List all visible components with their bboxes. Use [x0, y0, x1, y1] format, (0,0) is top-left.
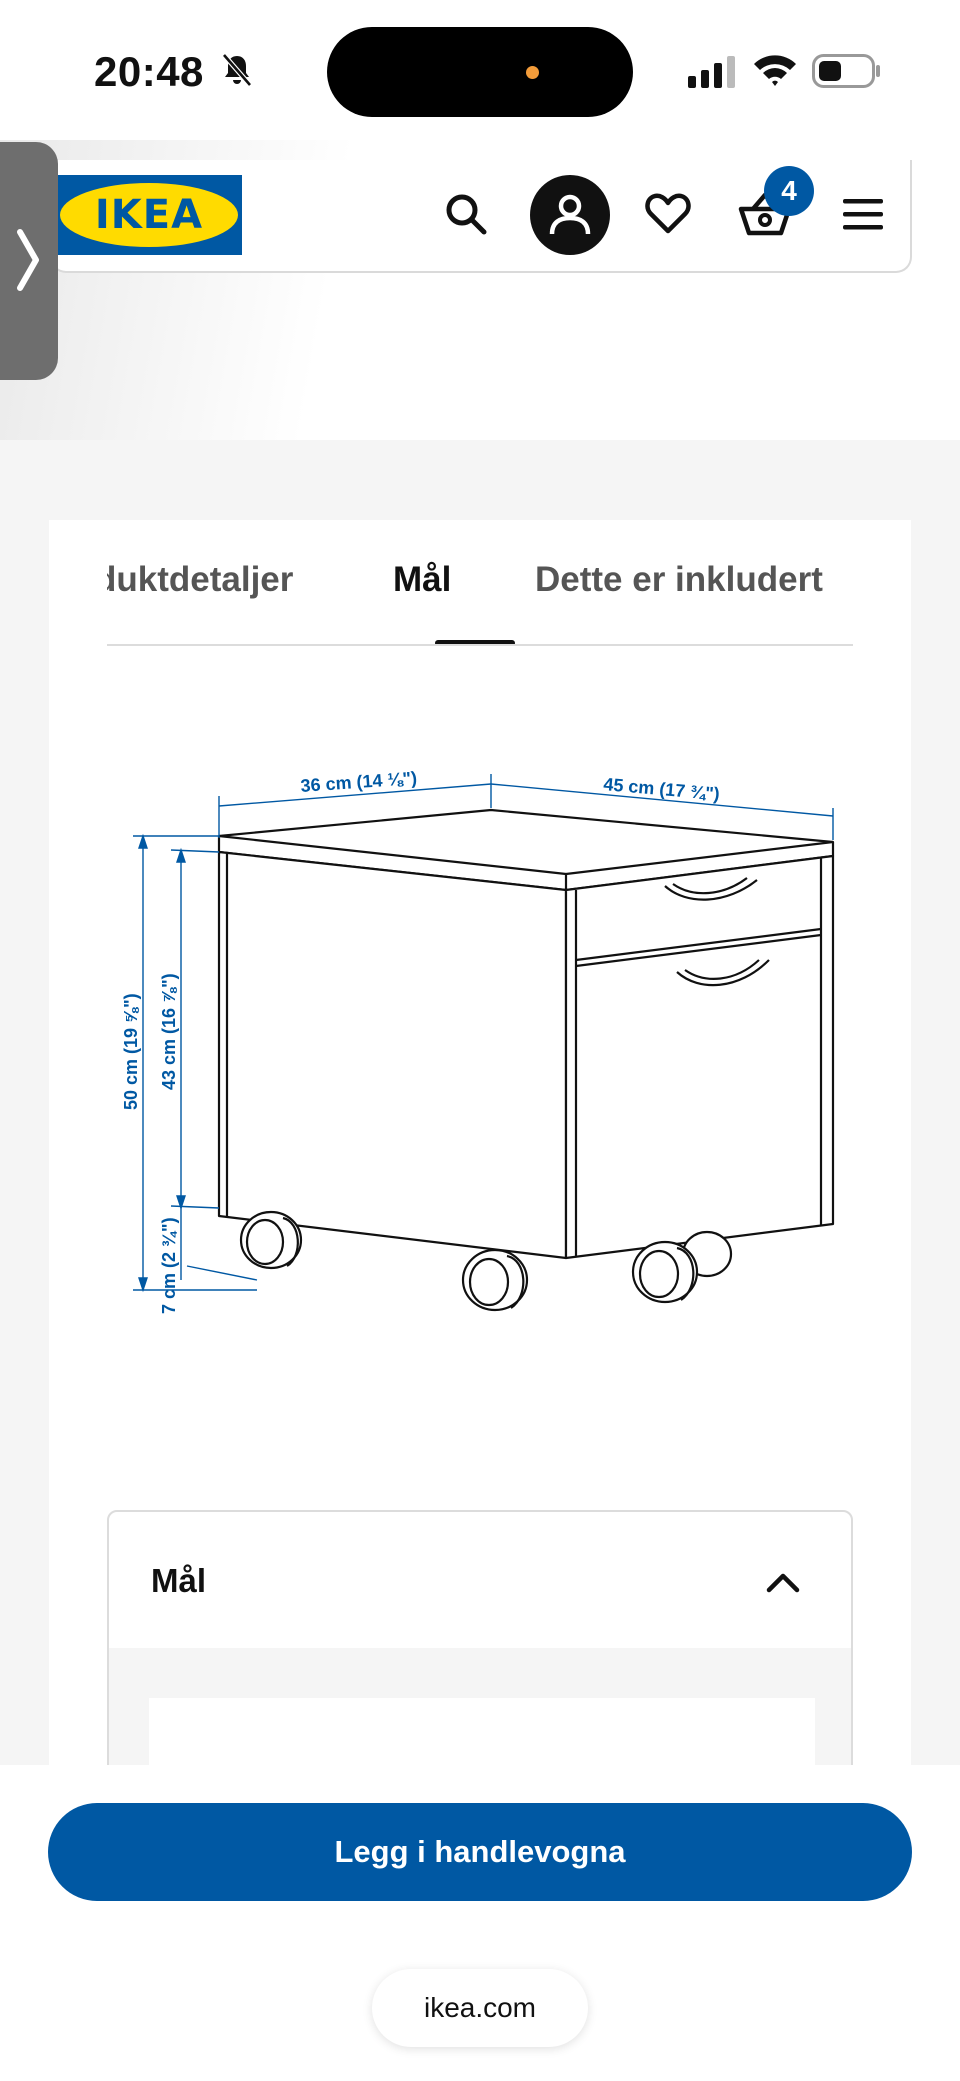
side-drawer-tab[interactable] [0, 142, 58, 380]
heart-icon [645, 193, 691, 234]
product-info-card: duktdetaljer Mål Dette er inkludert [49, 520, 911, 1765]
browser-url-pill[interactable]: ikea.com [372, 1969, 588, 2047]
wishlist-button[interactable] [640, 186, 696, 242]
dimensions-diagram: 36 cm (14 ⅛") 45 cm (17 ¾") 50 cm (19 ⅝"… [121, 768, 835, 1314]
logo-text: IKEA [94, 192, 204, 238]
accordion-title: Mål [151, 1562, 207, 1599]
wifi-icon [754, 55, 796, 86]
chevron-right-icon [17, 229, 39, 291]
tab-included[interactable]: Dette er inkludert [535, 560, 823, 599]
menu-button[interactable] [838, 192, 888, 236]
active-tab-indicator [435, 640, 515, 644]
total-height-dimension-label: 50 cm (19 ⅝") [121, 993, 141, 1110]
profile-button[interactable] [530, 175, 610, 255]
product-tabs: duktdetaljer Mål Dette er inkludert [107, 520, 853, 646]
accordion-body [109, 1648, 851, 1765]
accordion-inner-panel [149, 1698, 815, 1765]
status-time: 20:48 [94, 48, 204, 95]
person-icon [549, 194, 591, 235]
search-icon [446, 194, 487, 235]
bottom-action-bar: Legg i handlevogna ikea.com [0, 1765, 960, 2081]
body-height-dimension-label: 43 cm (16 ⅞") [159, 973, 179, 1090]
battery-icon [812, 54, 880, 88]
wheel-height-dimension-label: 7 cm (2 ¾") [159, 1217, 179, 1314]
drawer-unit-drawing [217, 808, 835, 1312]
status-bar: 20:48 [0, 0, 960, 140]
tab-product-details[interactable]: duktdetaljer [107, 560, 294, 599]
dynamic-island [327, 27, 633, 117]
privacy-indicator [526, 66, 539, 79]
logo-oval: IKEA [60, 183, 238, 247]
ikea-logo[interactable]: IKEA [56, 175, 242, 255]
chevron-up-icon[interactable] [763, 1562, 803, 1602]
cellular-signal-icon [688, 56, 735, 88]
caster-wheels [239, 1210, 733, 1312]
dimension-lines [133, 774, 834, 1293]
tab-dimensions[interactable]: Mål [393, 560, 452, 599]
search-button[interactable] [444, 182, 488, 246]
cart-count-badge: 4 [764, 166, 814, 216]
hamburger-menu-icon [843, 199, 883, 230]
bell-muted-icon [222, 53, 252, 87]
add-to-cart-button[interactable]: Legg i handlevogna [48, 1803, 912, 1901]
dimensions-accordion[interactable]: Mål [107, 1510, 853, 1765]
